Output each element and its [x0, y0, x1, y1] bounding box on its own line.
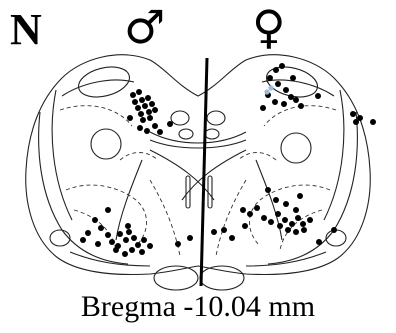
cell-dot — [147, 243, 153, 249]
cell-dot — [187, 235, 193, 241]
cell-dot — [95, 241, 101, 247]
cell-dot — [297, 193, 303, 199]
cell-dot — [147, 115, 153, 121]
cell-dot — [281, 101, 287, 107]
cell-dot — [175, 241, 181, 247]
cell-dot — [92, 217, 98, 223]
cell-dot — [221, 227, 227, 233]
cell-dot — [126, 229, 132, 235]
cell-dot — [289, 221, 295, 227]
cell-dot — [283, 87, 289, 93]
cell-dot — [129, 247, 135, 253]
cell-dot — [211, 229, 217, 235]
cell-dot — [145, 95, 151, 101]
cell-dot — [254, 205, 260, 211]
cell-dot — [122, 251, 128, 257]
cell-dot — [85, 230, 91, 236]
cell-dot — [127, 115, 133, 121]
cell-dot — [300, 221, 306, 227]
cell-dot — [350, 111, 356, 117]
cell-dot — [105, 207, 111, 213]
cell-dot — [140, 117, 146, 123]
cell-dot — [144, 128, 150, 134]
cell-dot — [282, 217, 288, 223]
cell-dot — [131, 235, 137, 241]
cell-dot — [136, 89, 142, 95]
cell-dot — [149, 101, 155, 107]
cell-dot — [141, 237, 147, 243]
cell-dot — [307, 217, 313, 223]
cell-dot — [125, 223, 131, 229]
cell-dot — [80, 237, 86, 243]
cell-dot — [260, 105, 266, 111]
cell-dot — [272, 99, 278, 105]
cell-dot — [277, 223, 283, 229]
cell-dot — [275, 211, 281, 217]
cell-dot — [295, 215, 301, 221]
cell-dot — [268, 219, 274, 225]
cell-dot — [370, 119, 376, 125]
cell-dot — [285, 227, 291, 233]
cell-dot — [283, 201, 289, 207]
cell-dot — [135, 105, 141, 111]
cell-dot — [105, 232, 111, 238]
cell-dot — [293, 229, 299, 235]
bregma-caption: Bregma -10.04 mm — [0, 290, 396, 324]
cell-dot — [273, 67, 279, 73]
cell-dot — [315, 93, 321, 99]
cell-dot — [273, 197, 279, 203]
cell-dot — [152, 107, 158, 113]
cell-dot — [293, 207, 299, 213]
cell-dot — [123, 237, 129, 243]
cell-dot — [167, 121, 173, 127]
cell-dot — [152, 123, 158, 129]
cell-dot — [240, 207, 246, 213]
cell-dot — [290, 75, 296, 81]
cell-dot — [142, 103, 148, 109]
cell-dot — [117, 231, 123, 237]
cell-dot — [137, 125, 143, 131]
cell-dot — [146, 109, 152, 115]
section-outline — [26, 55, 370, 290]
cell-dot — [298, 103, 304, 109]
cell-dot — [229, 235, 235, 241]
highlight-cell-dot — [268, 85, 273, 90]
cell-dot — [139, 97, 145, 103]
cell-dot — [132, 99, 138, 105]
cell-dot — [113, 247, 119, 253]
cell-dot — [265, 187, 271, 193]
cell-dot — [279, 63, 285, 69]
cell-dot — [301, 227, 307, 233]
cell-dot — [109, 239, 115, 245]
cell-dot — [98, 225, 104, 231]
cell-dot — [267, 75, 273, 81]
cell-dot — [139, 249, 145, 255]
cell-dot — [130, 92, 136, 98]
cell-dot — [247, 211, 253, 217]
cell-dot — [135, 242, 141, 248]
cell-dot — [261, 215, 267, 221]
cell-dot — [316, 239, 322, 245]
cell-dot — [331, 227, 337, 233]
cell-dot — [242, 223, 248, 229]
cell-dot — [157, 129, 163, 135]
cell-dot — [353, 119, 359, 125]
cell-dot — [275, 81, 281, 87]
cell-dot — [288, 94, 294, 100]
cell-dot — [293, 97, 299, 103]
cell-dot — [138, 111, 144, 117]
highlight-cell-dot — [264, 89, 269, 94]
